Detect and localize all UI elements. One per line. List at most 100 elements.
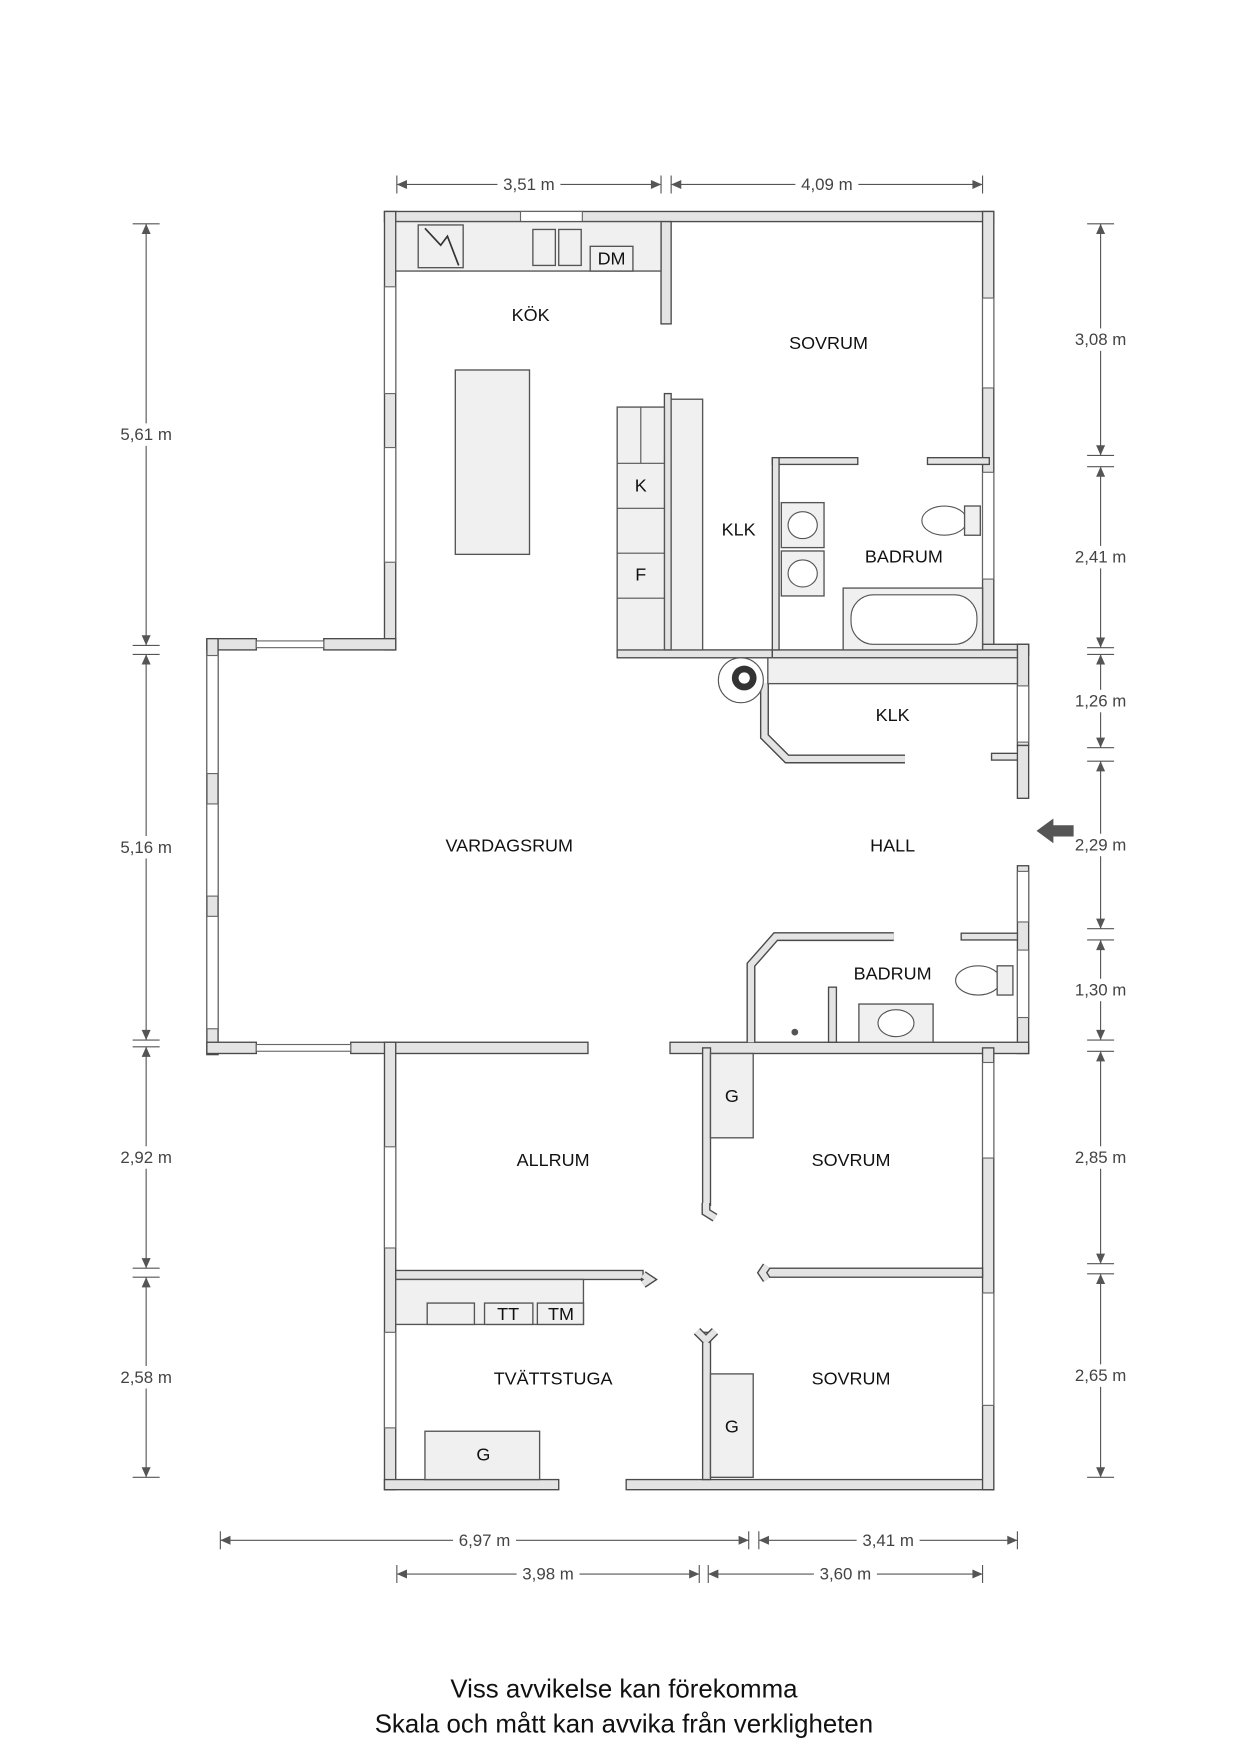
dimension-label: 2,65 m [1075, 1366, 1127, 1385]
wall [383, 210, 995, 223]
dimension-label-bg [112, 1146, 180, 1169]
wall [771, 456, 780, 651]
dimension-label-bg [795, 174, 859, 195]
window [383, 1146, 397, 1249]
wardrobe-label: G [476, 1445, 490, 1465]
dimension-label-bg [1066, 978, 1135, 1002]
window [981, 1061, 995, 1159]
room-label-kok: KÖK [512, 305, 550, 325]
kitchen-island [454, 369, 531, 556]
window [1016, 870, 1030, 923]
walls [206, 210, 1030, 1491]
toilet-icon [955, 965, 1002, 996]
wall [701, 1047, 712, 1206]
dryer-label: TM [548, 1304, 574, 1324]
wall [323, 637, 397, 651]
dimension-label: 3,08 m [1075, 330, 1127, 349]
dryer-label: TT [497, 1304, 519, 1324]
wardrobe [709, 1373, 754, 1479]
room-label-badrum: BADRUM [854, 964, 932, 984]
disclaimer-line-2: Skala och mått kan avvika från verklighe… [375, 1711, 873, 1739]
freezer-label: F [635, 564, 646, 584]
room-label-klk: KLK [722, 519, 756, 539]
dimension-label: 1,26 m [1075, 692, 1127, 711]
window [383, 446, 397, 563]
dimension-label-bg [813, 1563, 877, 1585]
dimension-label: 5,16 m [120, 838, 172, 857]
dimension-label-bg [497, 174, 561, 195]
wall [771, 456, 859, 466]
wall [981, 210, 995, 651]
entrance-arrow-icon [1036, 818, 1074, 844]
window [981, 1292, 995, 1406]
room-label-allrum: ALLRUM [517, 1150, 590, 1170]
window [383, 1331, 397, 1429]
toilet-icon [921, 505, 968, 536]
wardrobe-label: G [725, 1417, 739, 1437]
dimension-label: 2,29 m [1075, 836, 1127, 855]
wall-fill [747, 933, 894, 1043]
dimension-label-bg [1066, 1364, 1135, 1387]
window [255, 640, 325, 649]
wardrobe-label: G [725, 1086, 739, 1106]
window [206, 803, 219, 897]
window [981, 297, 995, 389]
disclaimer-line-1: Viss avvikelse kan förekomma [450, 1676, 798, 1704]
wall [761, 1267, 984, 1278]
room-label-vardagsrum: VARDAGSRUM [446, 835, 573, 855]
dimension-label: 3,51 m [503, 175, 555, 194]
wall [395, 1269, 644, 1281]
window [206, 915, 219, 1030]
room-label-klk: KLK [876, 705, 910, 725]
room-label-sovrum: SOVRUM [812, 1150, 891, 1170]
dimension-label-bg [516, 1563, 580, 1585]
dimension-label: 4,09 m [801, 175, 853, 194]
window [206, 654, 219, 775]
wall-fill [761, 683, 905, 763]
laundry-sink [426, 1302, 476, 1326]
dimension-label: 6,97 m [459, 1531, 511, 1550]
dimension-label-bg [112, 835, 180, 859]
window [519, 210, 583, 223]
room-label-hall: HALL [870, 835, 915, 855]
kitchen-fixtures: DM K F [395, 220, 704, 651]
wardrobe [709, 1052, 754, 1139]
wall [383, 210, 397, 651]
dimension-label: 5,61 m [120, 425, 172, 444]
hall-wardrobe [767, 657, 1019, 685]
window [1016, 685, 1030, 743]
dryer [536, 1302, 585, 1326]
dimension-label: 2,58 m [120, 1368, 172, 1387]
wall [926, 456, 990, 466]
dimension-label-bg [1066, 833, 1135, 857]
dimension-label-bg [1066, 689, 1135, 713]
dimension-label-bg [1066, 545, 1135, 569]
room-label-sovrum: SOVRUM [789, 333, 868, 353]
dimension-label: 3,60 m [820, 1565, 872, 1584]
shower-icon [791, 1028, 799, 1036]
wall [827, 986, 838, 1043]
dimension-label-bg [453, 1530, 517, 1551]
sink-left [532, 228, 557, 267]
wall-fill [702, 1203, 717, 1221]
dishwasher [589, 245, 634, 272]
sink-right [558, 228, 582, 267]
dimension-label: 2,85 m [1075, 1148, 1127, 1167]
wall [383, 1478, 560, 1491]
wall [660, 220, 672, 325]
room-label-tvattstuga: TVÄTTSTUGA [494, 1368, 613, 1388]
window [255, 1043, 352, 1052]
window [383, 286, 397, 395]
dimension-label-bg [856, 1530, 920, 1551]
fridge-label: K [635, 476, 647, 496]
room-label-sovrum: SOVRUM [812, 1368, 891, 1388]
wardrobe [670, 398, 704, 651]
toilet-tank [996, 965, 1014, 996]
wall [616, 649, 774, 659]
bathroom-top-fixtures [780, 501, 984, 651]
dimension-arrow-icon [1096, 939, 1106, 1041]
dimension-label: 1,30 m [1075, 981, 1127, 1000]
wall-fill [694, 1328, 718, 1343]
